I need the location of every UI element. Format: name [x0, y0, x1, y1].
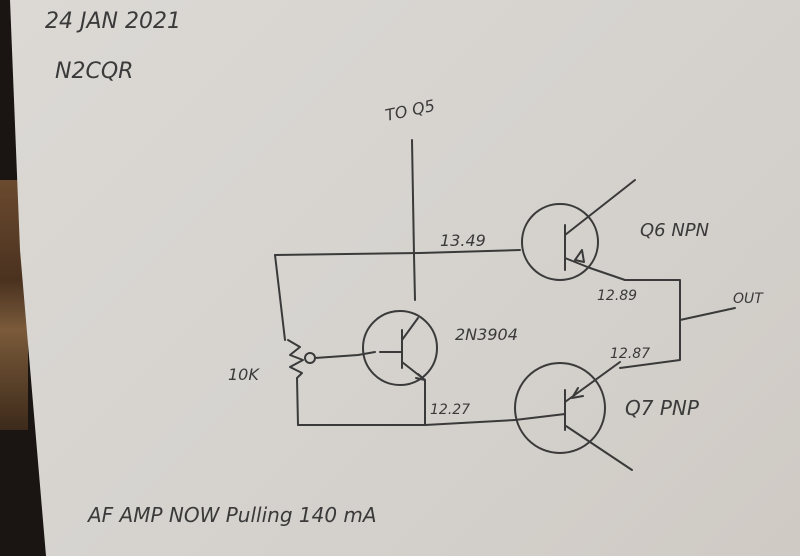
- potentiometer-wiper-icon: [304, 352, 316, 364]
- footer-note: AF AMP NOW Pulling 140 mA: [86, 503, 377, 527]
- wire-top-rail: [274, 249, 521, 256]
- resistor-10k-icon: [287, 339, 304, 426]
- q6-label: Q6 NPN: [640, 220, 709, 241]
- q7-label: Q7 PNP: [625, 396, 700, 420]
- wire-wiper-to-base: [314, 351, 376, 359]
- date-label: 24 JAN 2021: [45, 9, 181, 34]
- callsign-label: N2CQR: [55, 59, 133, 84]
- wire-left-rail: [274, 254, 286, 341]
- driver-transistor-label: 2N3904: [455, 325, 518, 344]
- transistor-q7-pnp-icon: [514, 362, 606, 454]
- wire-out: [679, 307, 736, 321]
- voltage-q7-base: 12.27: [430, 402, 470, 418]
- to-q5-label: TO Q5: [383, 96, 436, 125]
- transistor-q6-npn-icon: [521, 203, 599, 281]
- voltage-q6-base: 13.49: [440, 231, 486, 250]
- voltage-q7-emitter: 12.87: [610, 346, 650, 362]
- transistor-2n3904-icon: [362, 310, 438, 386]
- voltage-q6-emitter: 12.89: [597, 288, 637, 304]
- out-label: OUT: [733, 291, 764, 307]
- resistor-label: 10K: [228, 365, 260, 384]
- wire-bottom-rail: [297, 419, 516, 426]
- wire-to-q5: [411, 139, 416, 301]
